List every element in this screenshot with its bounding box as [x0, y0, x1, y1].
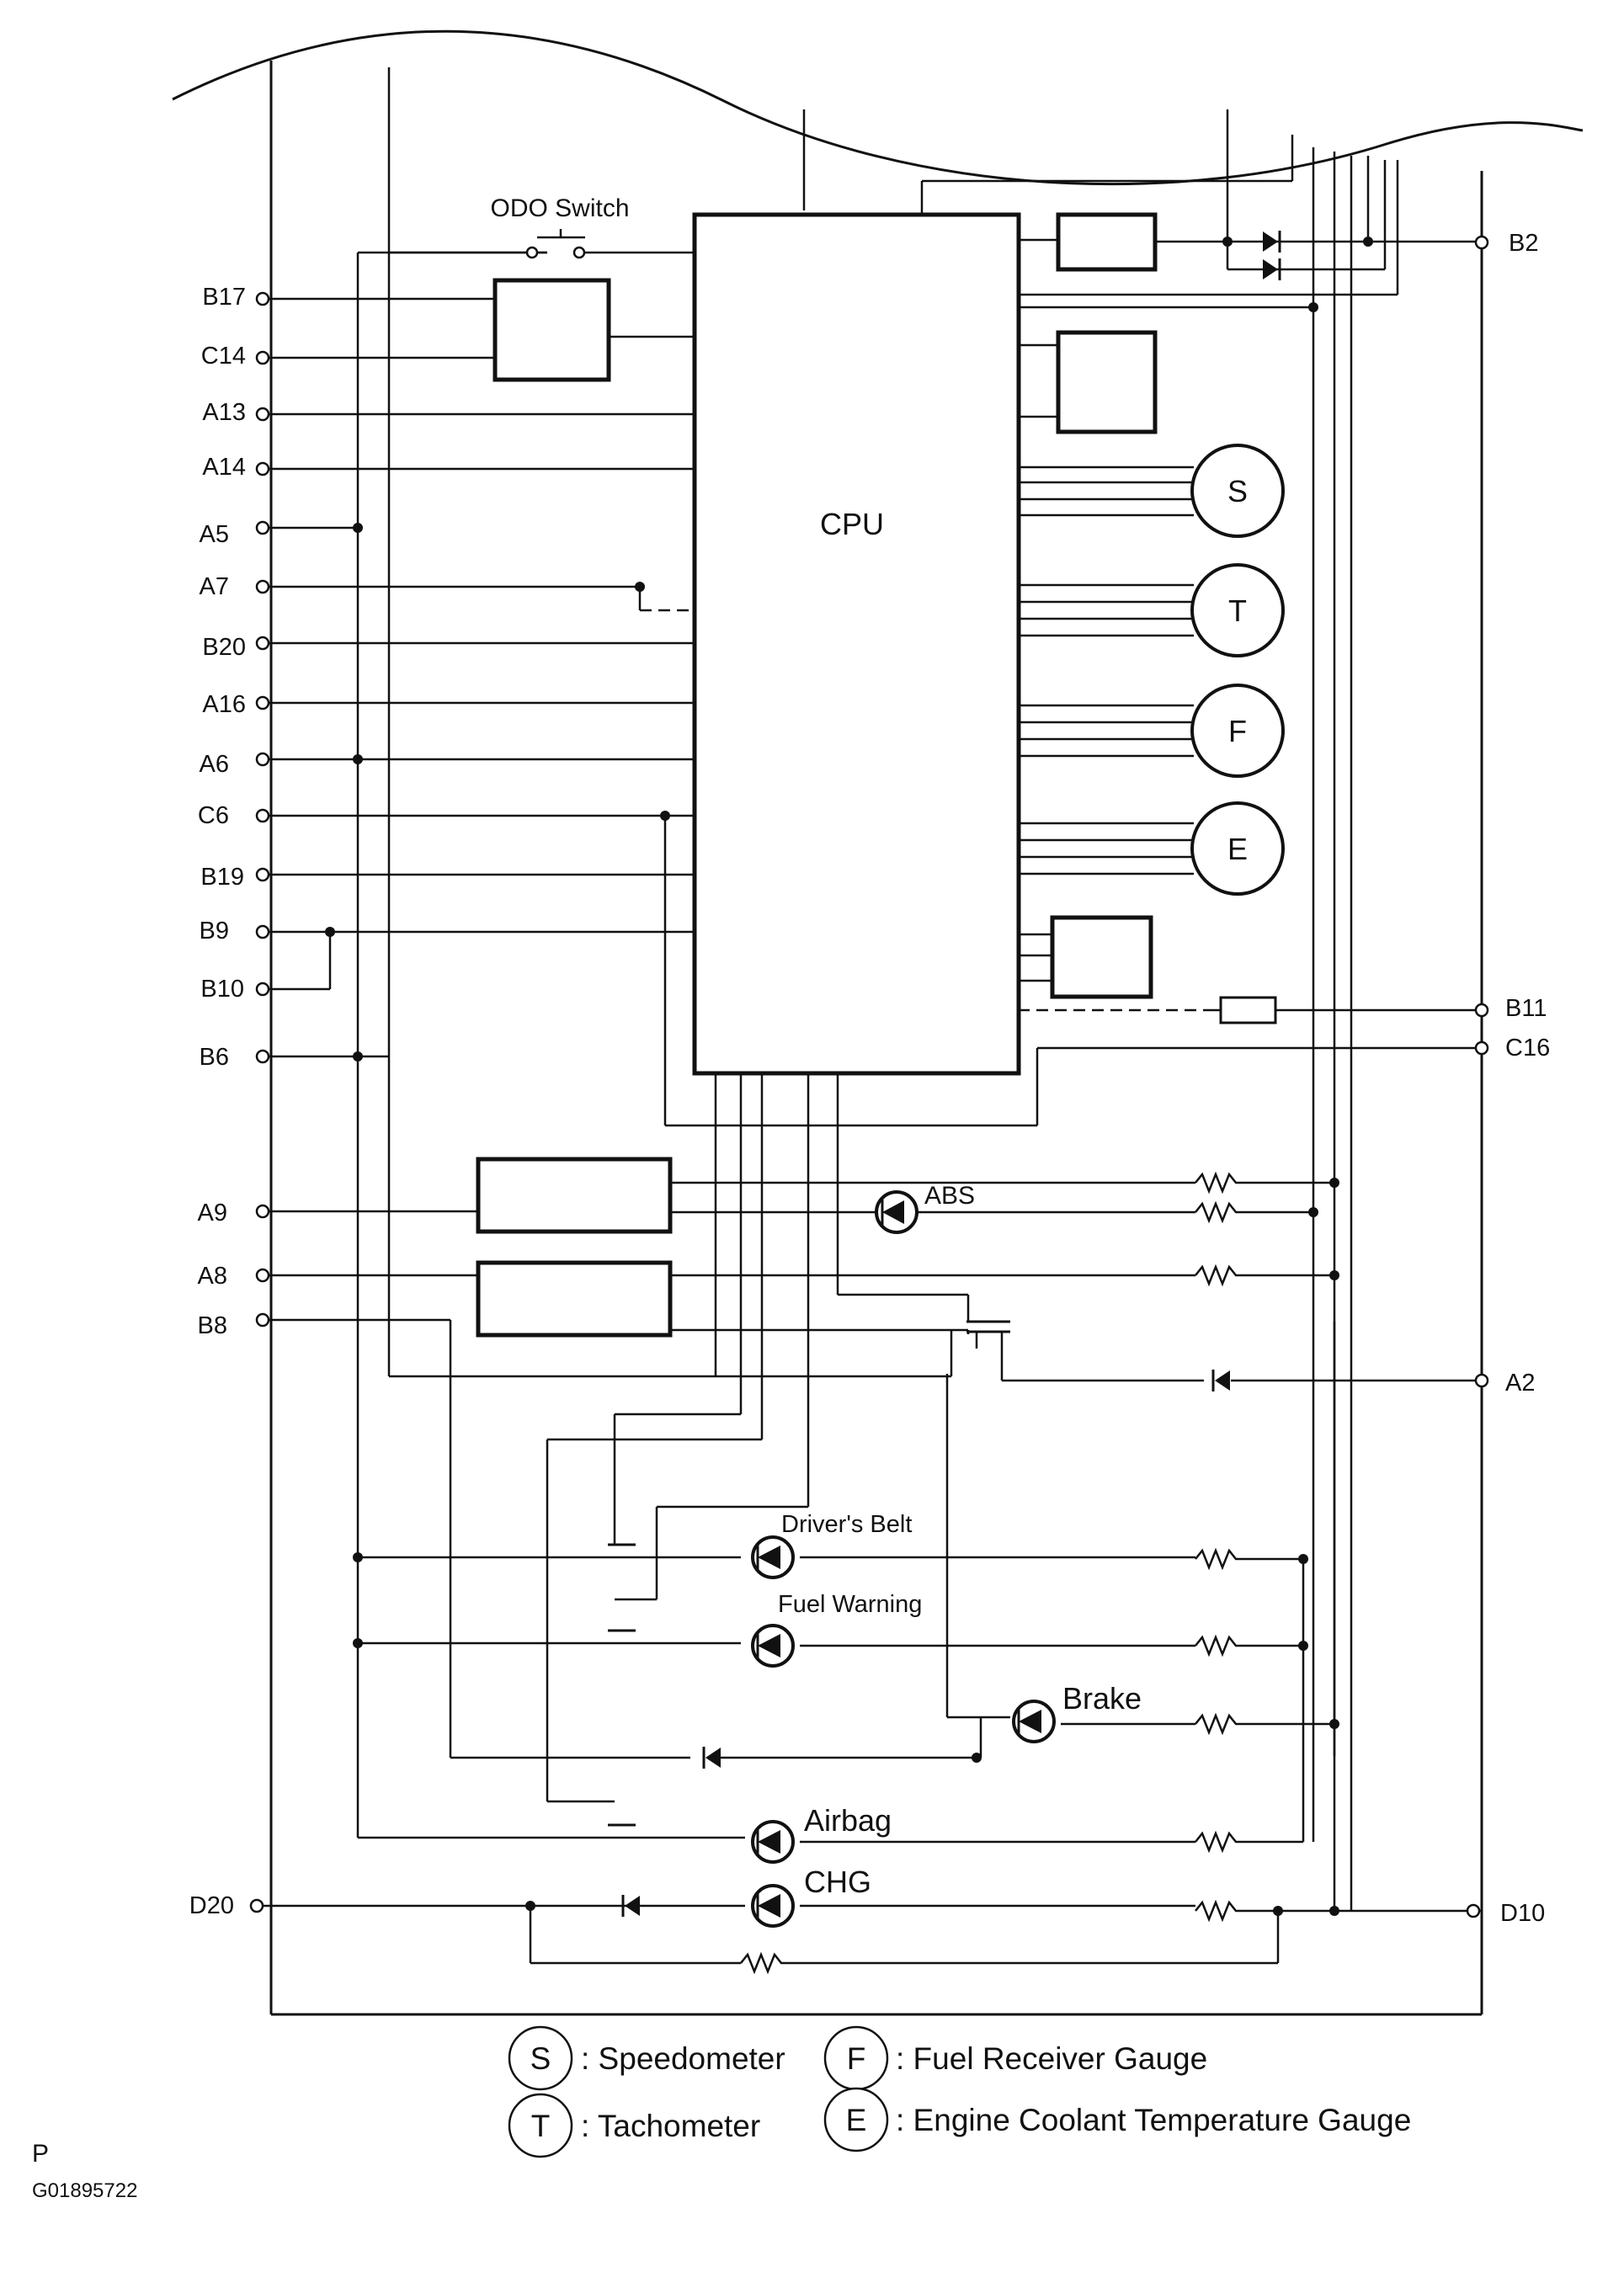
resistors — [740, 1171, 1334, 1975]
gauge-f — [1190, 684, 1285, 778]
pin-label: C6 — [198, 802, 229, 829]
gauge-t — [1190, 563, 1285, 657]
pin-label: A7 — [200, 573, 229, 600]
fuel-warning-label: Fuel Warning — [778, 1591, 922, 1618]
pin-label: B20 — [202, 634, 246, 661]
legend-text: : Fuel Receiver Gauge — [896, 2041, 1207, 2076]
module-a9 — [476, 1157, 673, 1234]
pin-label: A5 — [200, 521, 229, 548]
legend-symbol: E — [846, 2103, 867, 2137]
cpu-label: CPU — [820, 507, 884, 541]
legend-text: : Engine Coolant Temperature Gauge — [896, 2103, 1411, 2137]
legend-symbol: T — [531, 2109, 551, 2143]
pin-label: A13 — [202, 399, 246, 426]
drivers-belt-label: Driver's Belt — [781, 1511, 912, 1538]
b11-resistor — [1219, 996, 1277, 1024]
transistor-a2 — [966, 1320, 1482, 1391]
pin-label: A16 — [202, 691, 246, 718]
legend-symbol: S — [530, 2041, 551, 2076]
gauge-e-label: E — [1227, 832, 1248, 866]
drivers-belt-lamp — [606, 1535, 1195, 1579]
brake-lamp — [702, 1700, 1195, 1769]
pin-label: B9 — [200, 918, 229, 944]
pin-label: B8 — [198, 1312, 227, 1339]
module-a8 — [476, 1260, 673, 1338]
legend-symbol: F — [847, 2041, 866, 2076]
airbag-label: Airbag — [804, 1803, 892, 1838]
pin-label: A2 — [1505, 1370, 1535, 1397]
module-top-right — [1056, 212, 1158, 272]
abs-lamp — [875, 1190, 918, 1234]
odo-switch-label: ODO Switch — [490, 194, 629, 222]
module-odo — [493, 278, 611, 382]
cpu-bottom-wires — [389, 1073, 1195, 1803]
gauge-e — [1190, 801, 1285, 896]
legend — [508, 2025, 889, 2158]
junction-dots — [325, 237, 1373, 1916]
pin-label: A9 — [198, 1200, 227, 1226]
gauge-f-label: F — [1228, 714, 1247, 748]
pin-label: B2 — [1509, 230, 1538, 257]
chg-lamp — [615, 1884, 1195, 1928]
gauge-t-label: T — [1228, 593, 1247, 628]
right-buses — [1226, 109, 1482, 1911]
abs-label: ABS — [924, 1182, 975, 1210]
pin-label: B10 — [200, 976, 244, 1003]
fuel-warning-lamp — [606, 1624, 1195, 1668]
module-mid-right — [1056, 330, 1158, 434]
brake-label: Brake — [1062, 1681, 1142, 1716]
lamp-right-links — [529, 1559, 1482, 1965]
gauge-s-label: S — [1227, 474, 1248, 508]
airbag-lamp — [606, 1820, 1195, 1864]
left-wires — [263, 251, 1482, 1908]
module-lower-right — [1050, 915, 1153, 999]
pin-label: A14 — [202, 454, 246, 481]
gauge-wires — [1019, 466, 1194, 875]
chg-label: CHG — [804, 1865, 871, 1899]
pin-label: B11 — [1505, 995, 1547, 1022]
legend-text: : Tachometer — [581, 2109, 760, 2143]
pin-label: B19 — [200, 864, 244, 891]
footer-mark: P — [32, 2140, 49, 2168]
pin-label: D20 — [189, 1892, 234, 1919]
pin-label: B6 — [200, 1044, 229, 1071]
pin-label: C14 — [201, 343, 246, 370]
diode-b2-b — [1263, 258, 1281, 280]
diode-b2-a — [1263, 231, 1281, 253]
pin-label: D10 — [1500, 1900, 1545, 1927]
frame — [269, 61, 1483, 2016]
legend-text: : Speedometer — [581, 2041, 785, 2076]
pin-label: A6 — [200, 751, 229, 778]
cpu-block — [692, 212, 1021, 1076]
pin-label: A8 — [198, 1263, 227, 1290]
left-pins — [249, 291, 270, 1913]
right-pins — [1466, 235, 1489, 1918]
footer-code: G01895722 — [32, 2179, 137, 2202]
break-line — [172, 29, 1584, 186]
pin-label: C16 — [1505, 1035, 1550, 1062]
pin-label: B17 — [202, 284, 246, 311]
gauge-s — [1190, 444, 1285, 538]
